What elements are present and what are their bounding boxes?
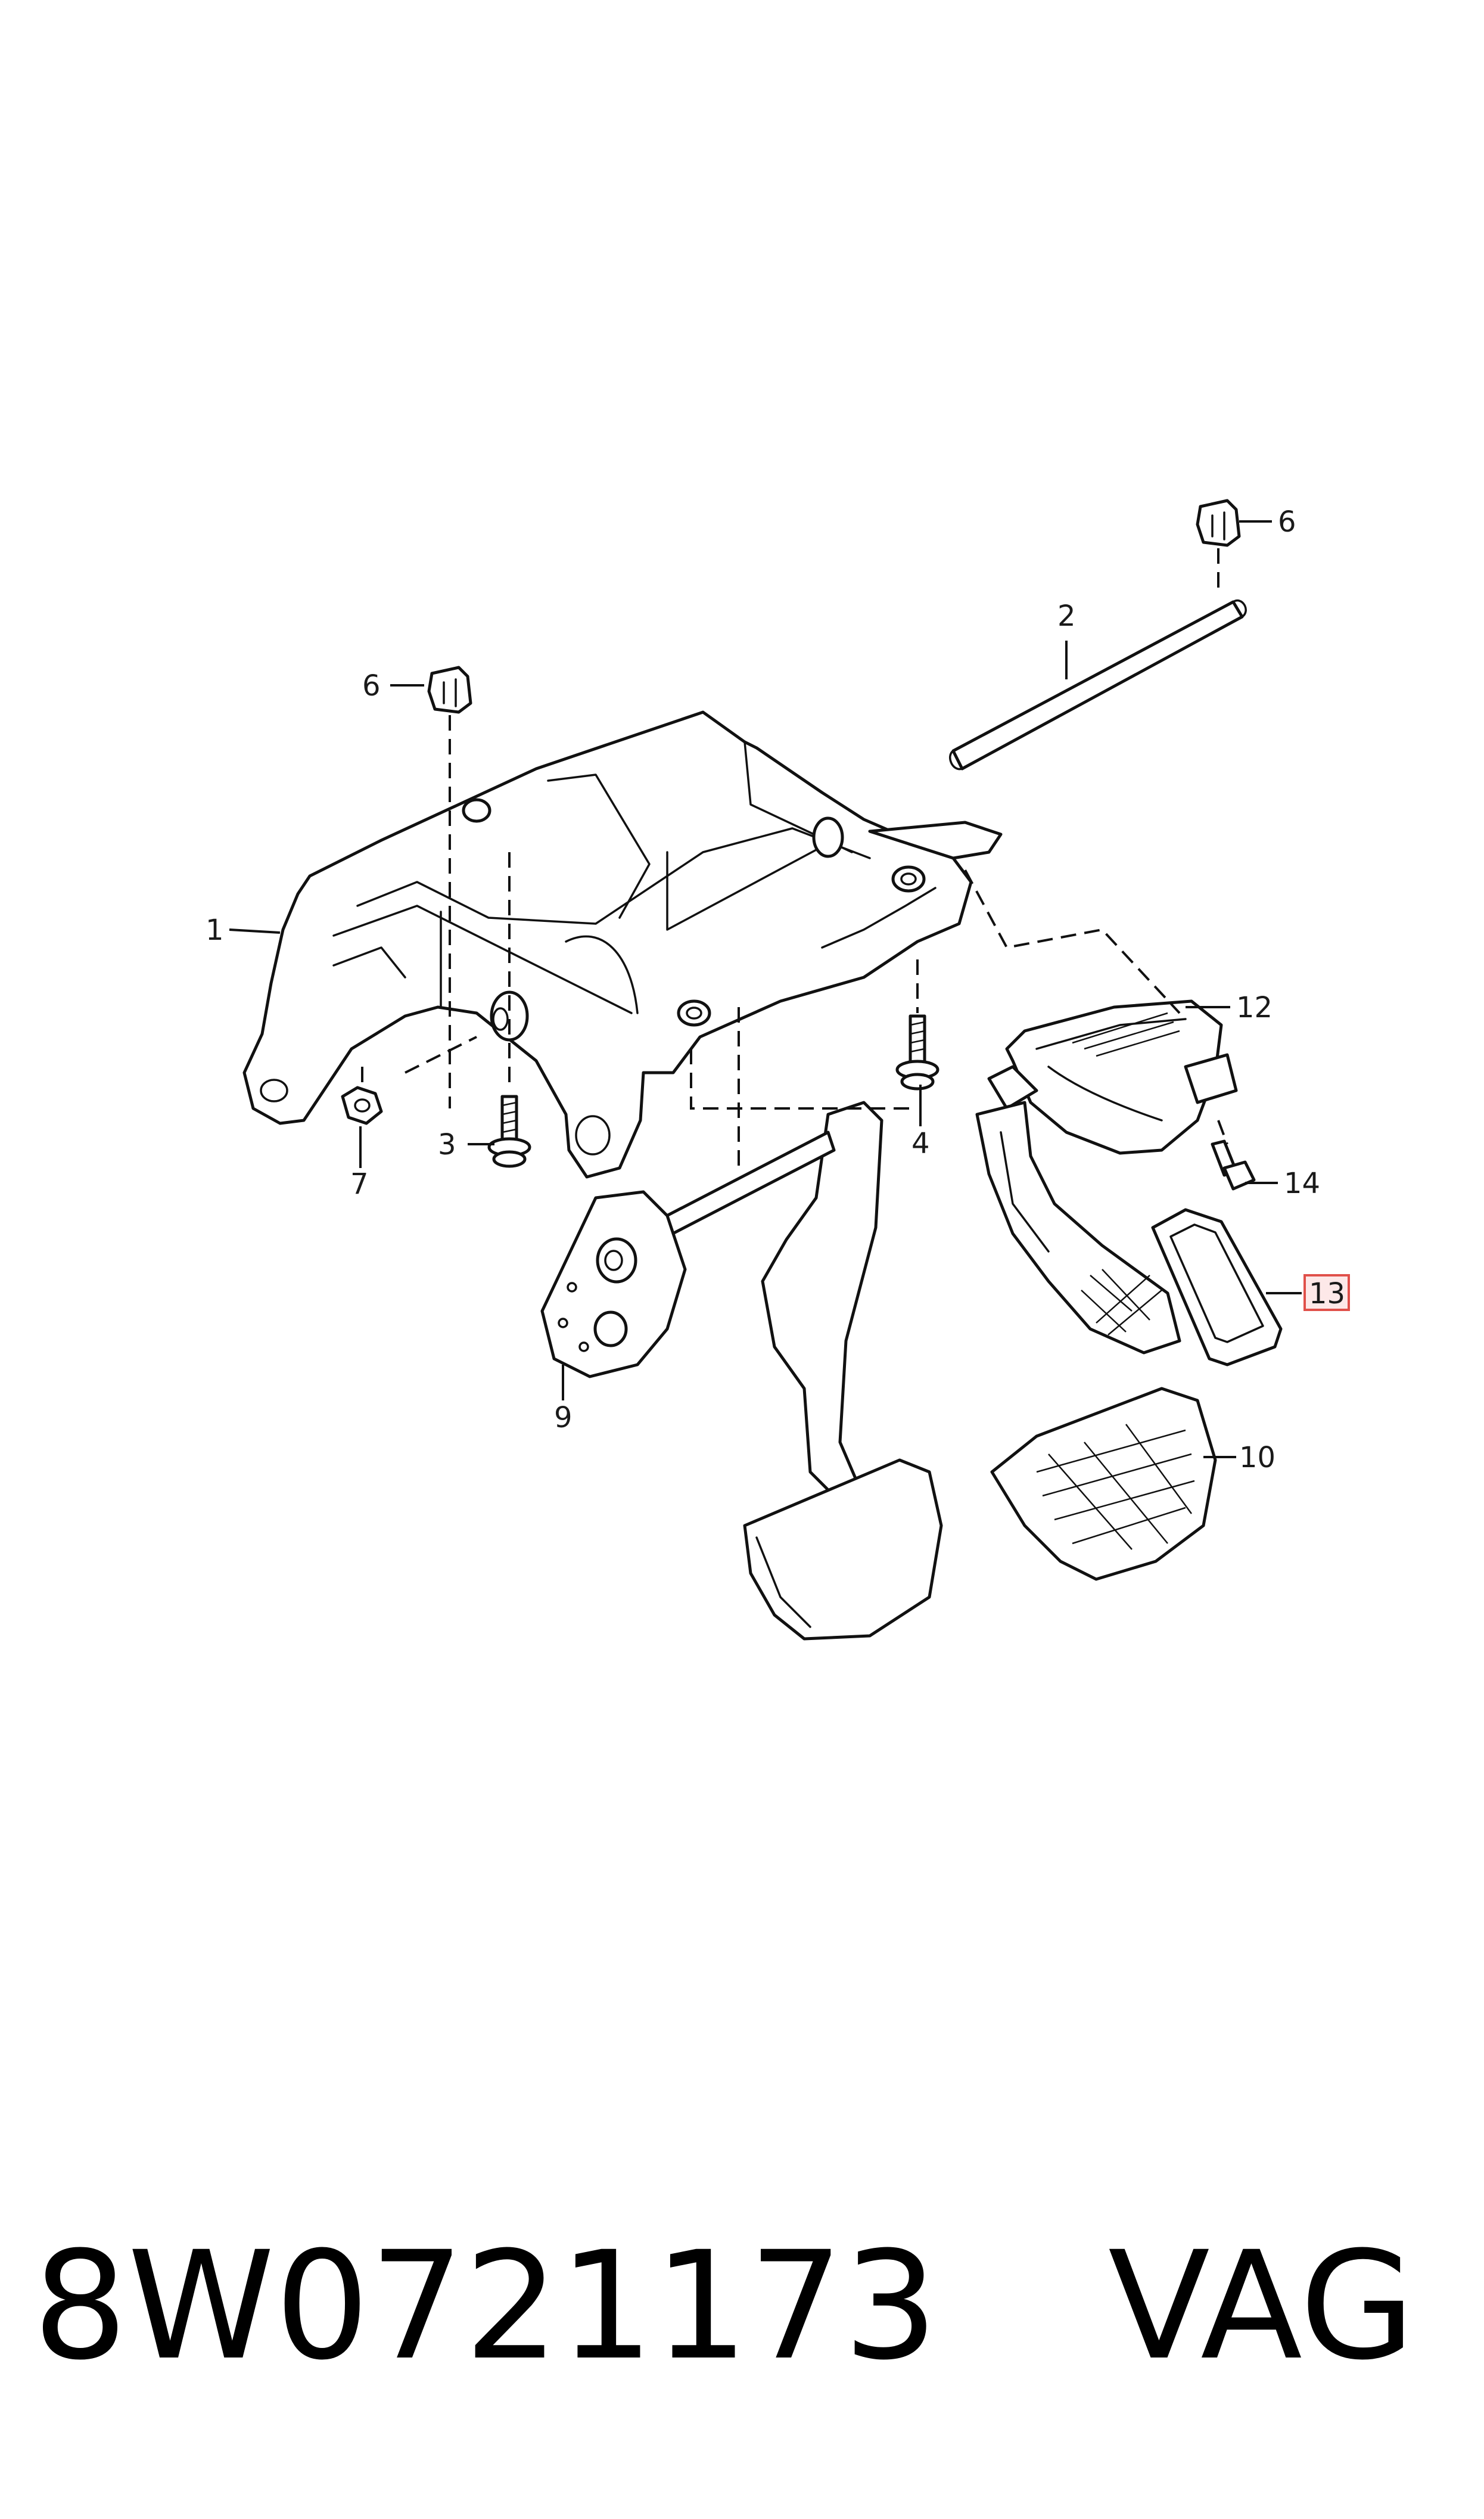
callout-2: 2 <box>1057 600 1076 633</box>
callout-labels: 1 2 3 4 6 6 7 9 10 12 13 14 <box>206 505 1350 1474</box>
part-caption: 8W0721173 VAG <box>0 2217 1484 2396</box>
brand-name: VAG <box>1108 2219 1415 2393</box>
brake-pedal-part <box>540 1101 943 1641</box>
assembly-lines <box>361 548 1228 1168</box>
callout-12: 12 <box>1236 991 1273 1024</box>
accelerator-pad-part <box>1151 1208 1283 1366</box>
pivot-shaft-part <box>949 600 1247 771</box>
callout-6-left: 6 <box>362 669 381 703</box>
accelerator-arm-part <box>975 1101 1181 1355</box>
bolt-4-part <box>895 1014 939 1091</box>
leader-lines <box>229 520 1302 1458</box>
callout-1: 1 <box>206 914 224 947</box>
part-number: 8W0721173 <box>33 2219 938 2393</box>
clip-6-left-part <box>427 666 472 714</box>
clutch-pad-part <box>990 1387 1217 1581</box>
bolt-3-part <box>487 1095 531 1168</box>
callout-13: 13 <box>1309 1277 1345 1310</box>
clip-6-upper-part <box>1196 499 1241 547</box>
callout-13-highlight <box>1303 1274 1350 1311</box>
callout-6-upper: 6 <box>1278 505 1296 539</box>
callout-7: 7 <box>350 1167 369 1201</box>
accelerator-module-part <box>987 999 1238 1155</box>
callout-9: 9 <box>554 1401 573 1434</box>
callout-14: 14 <box>1284 1167 1320 1200</box>
pedal-assembly-diagram: 1 2 3 4 6 6 7 9 10 12 13 14 <box>206 499 1350 1641</box>
callout-3: 3 <box>438 1128 456 1161</box>
callout-4: 4 <box>911 1127 930 1160</box>
nut-7-part <box>341 1086 383 1125</box>
pedal-bracket-part <box>242 710 1003 1179</box>
callout-10: 10 <box>1239 1441 1275 1474</box>
